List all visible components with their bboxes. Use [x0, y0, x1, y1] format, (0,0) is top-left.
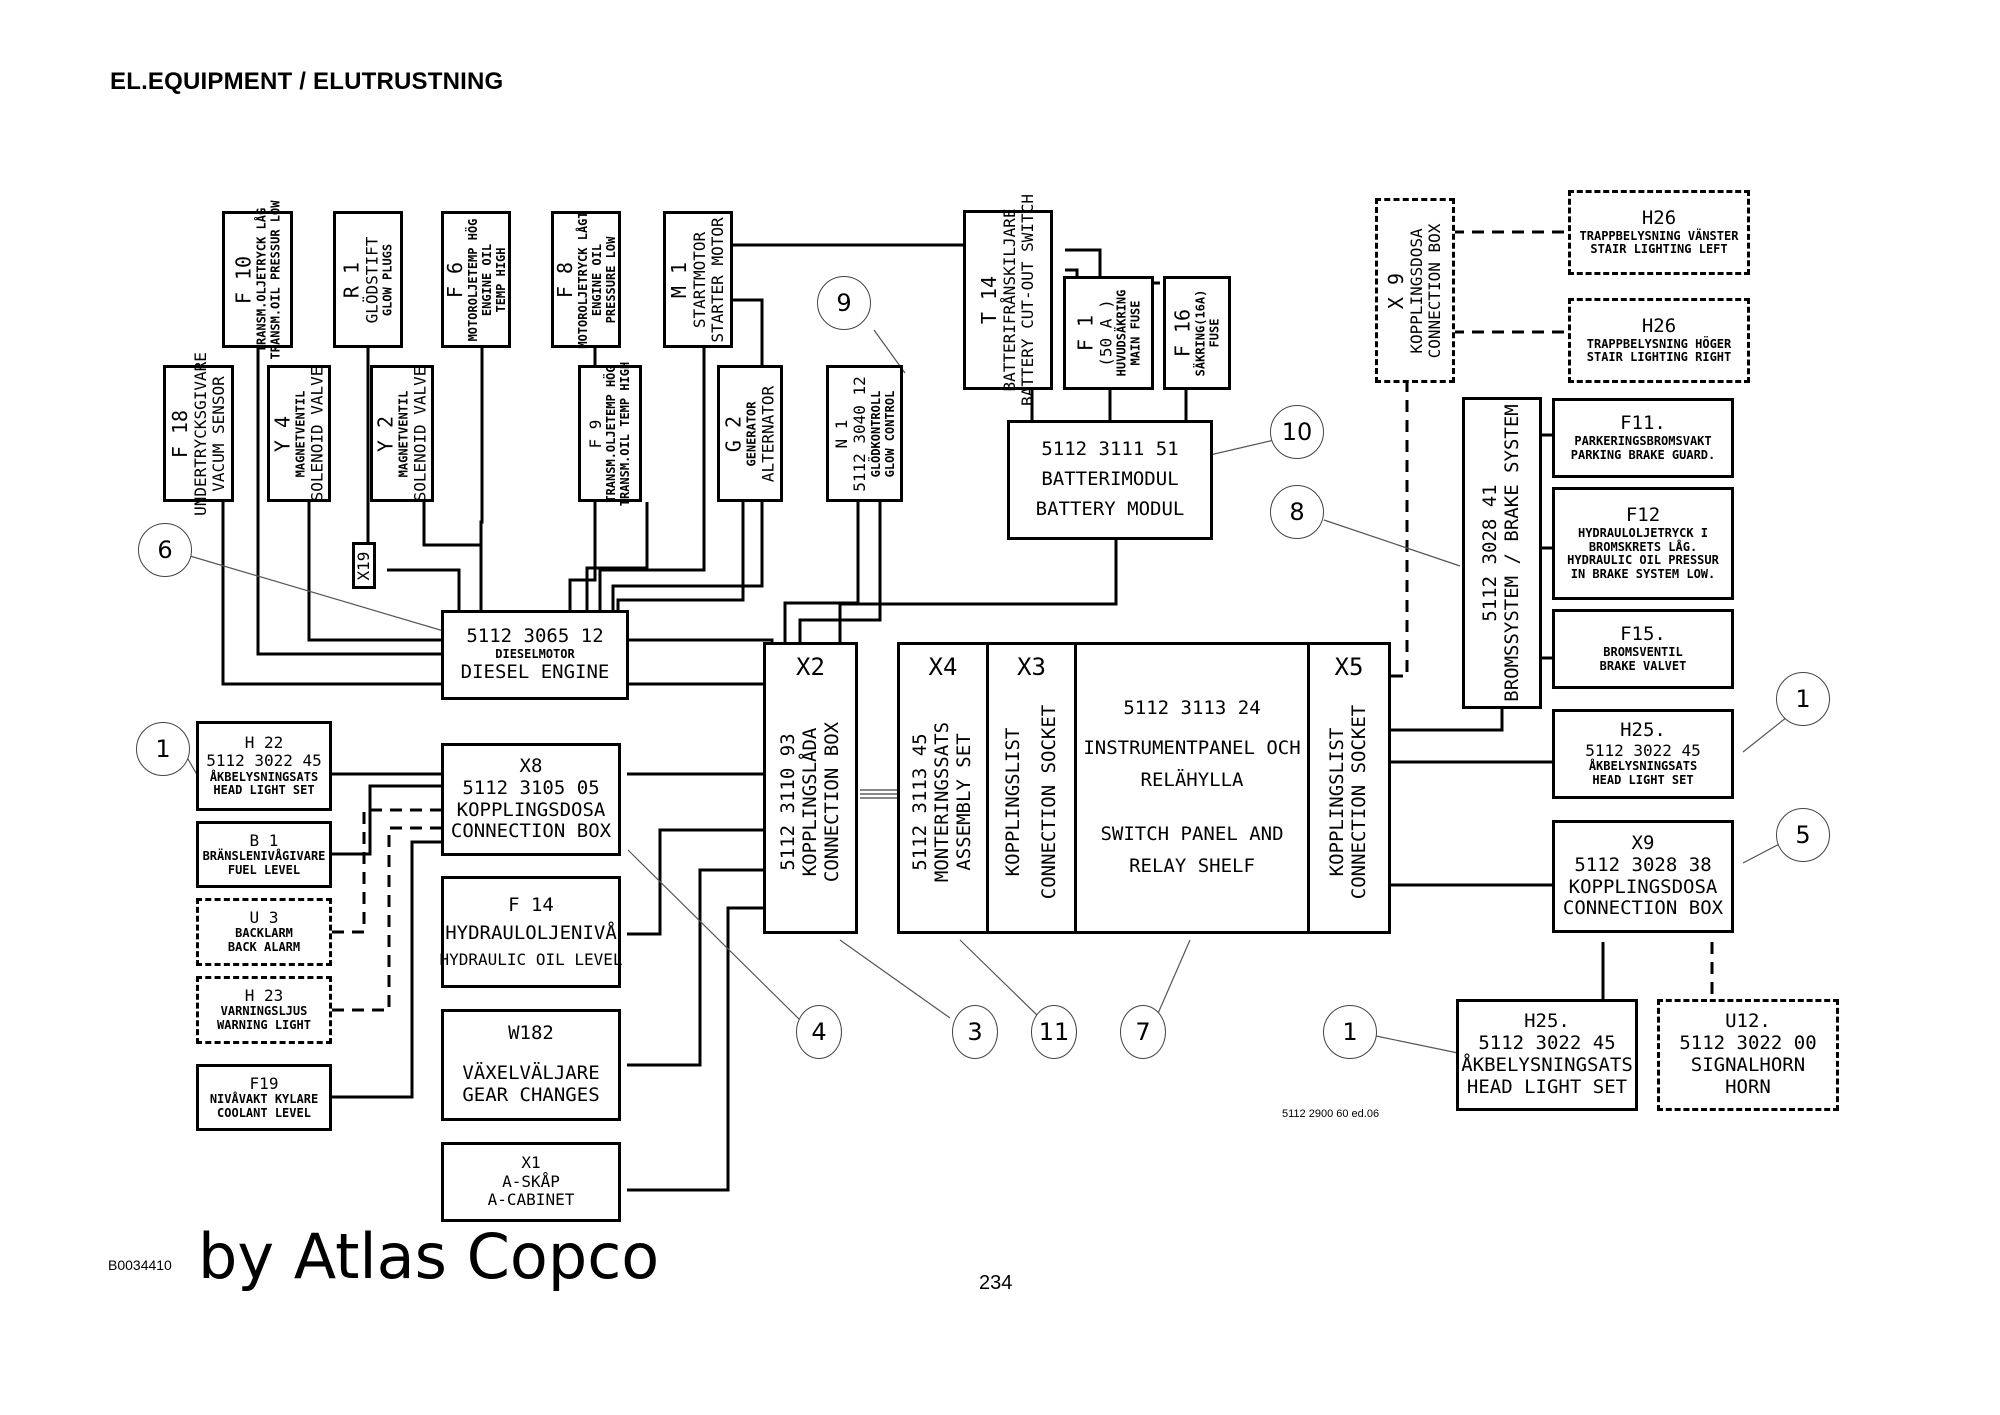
- leader-4: [627, 849, 801, 1021]
- callout-11: 11: [1031, 1005, 1077, 1059]
- component-h26-right[interactable]: H26 TRAPPBELYSNING HÖGER STAIR LIGHTING …: [1568, 298, 1750, 383]
- leader-6: [189, 555, 448, 633]
- wire-x19: [387, 568, 461, 622]
- component-y2[interactable]: Y 2 MAGNETVENTIL SOLENOID VALVE: [370, 365, 434, 502]
- wire-w182-x2: [627, 868, 772, 1067]
- component-h26-left[interactable]: H26 TRAPPBELYSNING VÄNSTER STAIR LIGHTIN…: [1568, 190, 1750, 275]
- component-f11[interactable]: F11. PARKERINGSBROMSVAKT PARKING BRAKE G…: [1552, 398, 1734, 478]
- component-h23[interactable]: H 23 VARNINGSLJUS WARNING LIGHT: [196, 976, 332, 1044]
- component-x4[interactable]: X4 5112 3113 45 MONTERINGSSATS ASSEMBLY …: [897, 642, 989, 934]
- wire-g2: [616, 502, 745, 622]
- component-f16[interactable]: F 16 SÄKRING(16A) FUSE: [1163, 276, 1231, 390]
- callout-3: 3: [952, 1005, 998, 1059]
- leader-7: [1155, 939, 1191, 1019]
- component-h25-right[interactable]: H25. 5112 3022 45 ÅKBELYSNINGSATS HEAD L…: [1552, 709, 1734, 799]
- component-h22[interactable]: H 22 5112 3022 45 ÅKBELYSNINGSATS HEAD L…: [196, 721, 332, 811]
- callout-1-right: 1: [1776, 672, 1830, 726]
- component-b1[interactable]: B 1 BRÄNSLENIVÅGIVARE FUEL LEVEL: [196, 821, 332, 888]
- component-battery-module[interactable]: 5112 3111 51 BATTERIMODUL BATTERY MODUL: [1007, 420, 1213, 540]
- component-x19[interactable]: X19: [352, 542, 376, 589]
- component-diesel-engine[interactable]: 5112 3065 12 DIESELMOTOR DIESEL ENGINE: [441, 610, 629, 700]
- wire-m1-a: [598, 344, 706, 622]
- component-r1[interactable]: R 1 GLÖDSTIFT GLOW PLUGS: [333, 211, 403, 348]
- component-f8[interactable]: F 8 MOTOROLJETRYCK LÅGT ENGINE OIL PRESS…: [551, 211, 621, 348]
- component-f6[interactable]: F 6 MOTOROLJETEMP HÖG ENGINE OIL TEMP HI…: [441, 211, 511, 348]
- component-f14[interactable]: F 14 HYDRAULOLJENIVÅ HYDRAULIC OIL LEVEL: [439, 876, 623, 988]
- component-t14[interactable]: T 14 BATTERIFRÅNSKILJARE BATTERY CUT-OUT…: [963, 194, 1053, 406]
- component-x9-connection-box[interactable]: X 9 KOPPLINGSDOSA CONNECTION BOX: [1375, 198, 1455, 383]
- component-x8[interactable]: X8 5112 3105 05 KOPPLINGSDOSA CONNECTION…: [441, 743, 621, 856]
- component-f12[interactable]: F12 HYDRAULOLJETRYCK I BROMSKRETS LÅG. H…: [1552, 487, 1734, 600]
- callout-8: 8: [1270, 485, 1324, 539]
- wire-batt-x2: [838, 540, 1118, 652]
- component-f9[interactable]: F 9 TRANSM.OLJETEMP HÖG TRANSM.OIL TEMP …: [578, 361, 642, 506]
- component-x5[interactable]: X5 KOPPLINGSLIST CONNECTION SOCKET: [1307, 642, 1391, 934]
- component-x2[interactable]: X2 5112 3110 93 KOPPLINGSLÅDA CONNECTION…: [763, 642, 858, 934]
- wire-f18: [221, 502, 447, 686]
- page-number: 234: [979, 1272, 1013, 1294]
- wire-x5-brake: [1390, 708, 1504, 732]
- dashed-x9-x5: [1390, 380, 1409, 678]
- wire-y4: [307, 502, 447, 642]
- component-f1[interactable]: F 1 (50 A ) HUVUDSÄKRING MAIN FUSE: [1063, 276, 1154, 390]
- callout-1-bottom: 1: [1323, 1005, 1377, 1059]
- wire-f19-x8: [332, 840, 447, 1099]
- component-f10[interactable]: F 10 TRANSM.OLJETRYCK LÅG TRANSM.OIL PRE…: [222, 200, 293, 359]
- component-m1[interactable]: M 1 STARTMOTOR STARTER MOTOR: [663, 211, 733, 348]
- document-code: B0034410: [108, 1257, 172, 1273]
- drawing-reference: 5112 2900 60 ed.06: [1282, 1108, 1380, 1120]
- dashed-h23-x8: [332, 826, 447, 1012]
- component-y4[interactable]: Y 4 MAGNETVENTIL SOLENOID VALVE: [267, 365, 331, 502]
- leader-3: [839, 939, 951, 1019]
- callout-6: 6: [138, 523, 192, 577]
- leader-11: [959, 939, 1041, 1019]
- component-f18[interactable]: F 18 UNDERTRYCKSGIVARE VACUM SENSOR: [163, 352, 234, 515]
- page-title: EL.EQUIPMENT / ELUTRUSTNING: [110, 68, 504, 95]
- callout-5: 5: [1776, 808, 1830, 862]
- component-ref: F 10: [231, 255, 256, 304]
- component-u12[interactable]: U12. 5112 3022 00 SIGNALHORN HORN: [1657, 999, 1839, 1111]
- dashed-u3-x8: [332, 808, 447, 934]
- wire-engine-right: [627, 638, 774, 652]
- leader-8: [1323, 519, 1461, 567]
- callout-4: 4: [796, 1005, 842, 1059]
- component-f19[interactable]: F19 NIVÅVAKT KYLARE COOLANT LEVEL: [196, 1064, 332, 1131]
- component-x9-right[interactable]: X9 5112 3028 38 KOPPLINGSDOSA CONNECTION…: [1552, 820, 1734, 933]
- callout-7: 7: [1120, 1005, 1166, 1059]
- wire-y2: [422, 502, 483, 622]
- component-g2[interactable]: G 2 GENERATOR ALTERNATOR: [717, 365, 783, 502]
- wire-m1-b: [611, 298, 764, 622]
- component-brake-system[interactable]: 5112 3028 41 BROMSSYSTEM / BRAKE SYSTEM: [1462, 397, 1542, 709]
- wire-f9: [585, 502, 649, 622]
- leader-1-right: [1742, 716, 1788, 753]
- component-h25-bottom[interactable]: H25. 5112 3022 45 ÅKBELYSNINGSATS HEAD L…: [1456, 999, 1638, 1111]
- wire-n1-a: [783, 502, 860, 652]
- component-f15[interactable]: F15. BROMSVENTIL BRAKE VALVET: [1552, 609, 1734, 689]
- component-n1[interactable]: N 1 5112 3040 12 GLÖDKONTROLL GLOW CONTR…: [826, 365, 903, 502]
- callout-10: 10: [1270, 405, 1324, 459]
- callout-9: 9: [817, 276, 871, 330]
- leader-1-bottom: [1375, 1035, 1459, 1054]
- brand-text: by Atlas Copco: [198, 1220, 660, 1293]
- wire-x1-x2: [627, 906, 772, 1192]
- component-switch-panel[interactable]: 5112 3113 24 INSTRUMENTPANEL OCH RELÄHYL…: [1074, 642, 1310, 934]
- callout-1-left: 1: [136, 722, 190, 776]
- wire-b1-x8: [332, 784, 447, 856]
- wire-f10: [256, 348, 447, 656]
- component-x3[interactable]: X3 KOPPLINGSLIST CONNECTION SOCKET: [986, 642, 1077, 934]
- component-w182[interactable]: W182 VÄXELVÄLJARE GEAR CHANGES: [441, 1009, 621, 1121]
- component-x1[interactable]: X1 A-SKÅP A-CABINET: [441, 1142, 621, 1222]
- component-u3[interactable]: U 3 BACKLARM BACK ALARM: [196, 898, 332, 966]
